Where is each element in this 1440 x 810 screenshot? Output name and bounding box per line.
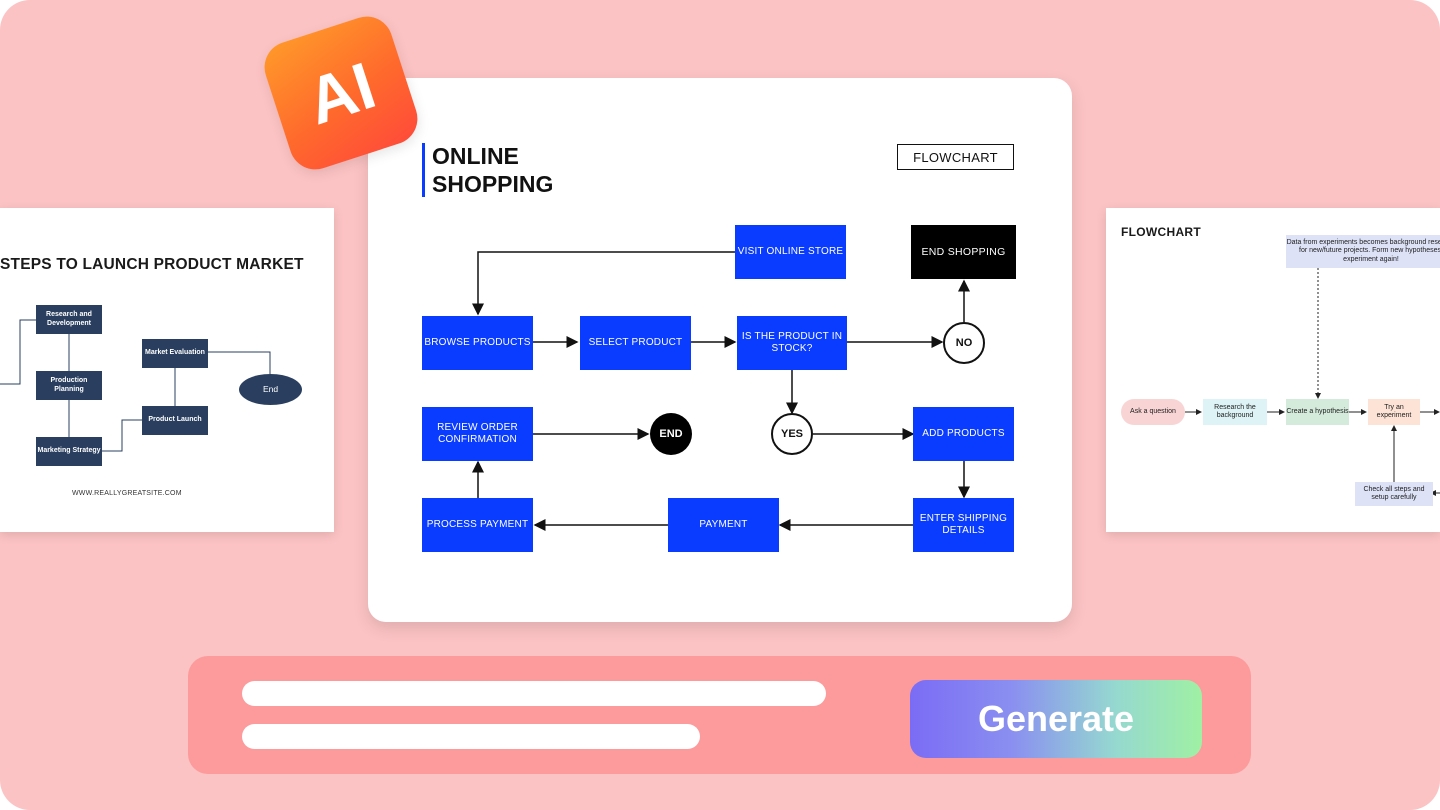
node-ask: Ask a question <box>1121 399 1185 425</box>
right-card-title: FLOWCHART <box>1121 225 1202 239</box>
node-select: SELECT PRODUCT <box>580 316 691 370</box>
title-accent-bar <box>422 143 425 197</box>
main-connector-arrows <box>472 251 970 531</box>
node-process-payment: PROCESS PAYMENT <box>422 498 533 552</box>
template-card-launch-product[interactable]: STEPS TO LAUNCH PRODUCT MARKET Research … <box>0 208 334 532</box>
main-flowchart-card[interactable]: ONLINE SHOPPING FLOWCHART VISIT ONLINE S… <box>368 78 1072 622</box>
node-hypothesis: Create a hypothesis <box>1286 399 1349 425</box>
node-launch: Product Launch <box>142 406 208 435</box>
flowchart-title: ONLINE SHOPPING <box>432 143 554 197</box>
left-card-title: STEPS TO LAUNCH PRODUCT MARKET <box>0 256 304 273</box>
node-end: End <box>239 374 302 405</box>
flowchart-tag: FLOWCHART <box>897 144 1014 170</box>
node-browse: BROWSE PRODUCTS <box>422 316 533 370</box>
left-connector-lines <box>0 319 271 452</box>
node-evaluation: Market Evaluation <box>142 339 208 368</box>
prompt-line-1[interactable] <box>242 681 826 706</box>
generate-button[interactable]: Generate <box>910 680 1202 758</box>
node-in-stock: IS THE PRODUCT IN STOCK? <box>737 316 847 370</box>
node-research-bg: Research the background <box>1203 399 1267 425</box>
node-shipping: ENTER SHIPPING DETAILS <box>913 498 1014 552</box>
template-card-scientific-method[interactable]: FLOWCHART Data from experiments becomes … <box>1106 208 1440 532</box>
node-end-shopping: END SHOPPING <box>911 225 1016 279</box>
ai-badge-label: AI <box>298 47 384 139</box>
node-review-order: REVIEW ORDER CONFIRMATION <box>422 407 533 461</box>
node-no: NO <box>943 322 985 364</box>
node-research: Research and Development <box>36 305 102 334</box>
node-marketing: Marketing Strategy <box>36 437 102 466</box>
left-card-site: WWW.REALLYGREATSITE.COM <box>72 490 182 497</box>
node-visit-store: VISIT ONLINE STORE <box>735 225 846 279</box>
node-payment: PAYMENT <box>668 498 779 552</box>
prompt-line-2[interactable] <box>242 724 700 749</box>
node-try: Try an experiment <box>1368 399 1420 425</box>
prompt-panel: Generate <box>188 656 1251 774</box>
node-add-products: ADD PRODUCTS <box>913 407 1014 461</box>
node-check: Check all steps and setup carefully <box>1355 482 1433 506</box>
node-production: Production Planning <box>36 371 102 400</box>
node-yes: YES <box>771 413 813 455</box>
node-end: END <box>650 413 692 455</box>
node-data-loop: Data from experiments becomes background… <box>1286 235 1440 268</box>
